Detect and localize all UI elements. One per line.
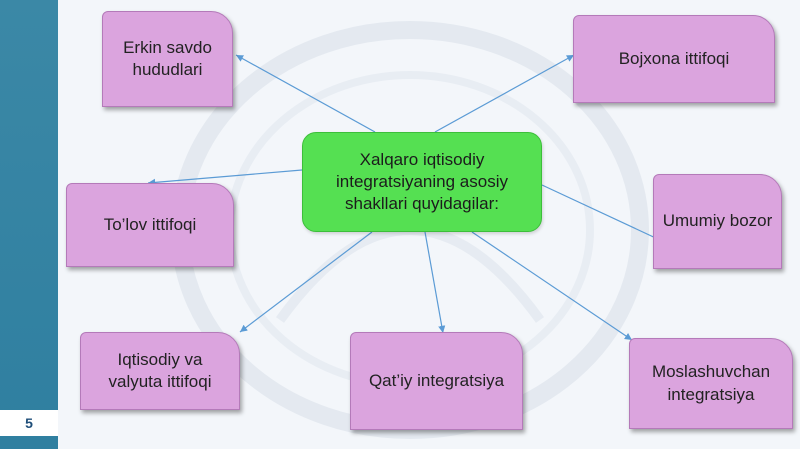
node-moslashuvchan-integratsiya: Moslashuvchan integratsiya	[629, 338, 793, 429]
connector-bojxona	[434, 54, 575, 133]
slide-page-number: 5	[0, 410, 58, 436]
node-tolov-ittifoqi: To’lov ittifoqi	[66, 183, 234, 267]
connector-iqtisodiy	[239, 231, 373, 333]
connector-qatiy	[424, 231, 446, 334]
connector-tolov	[147, 169, 303, 186]
node-qatiy-integratsiya: Qat’iy integratsiya	[350, 332, 523, 430]
slide-sidebar	[0, 0, 58, 449]
node-umumiy-bozor: Umumiy bozor	[653, 174, 782, 269]
connector-moslashuvchan	[471, 231, 633, 341]
connector-erkin	[235, 54, 376, 133]
center-topic-box: Xalqaro iqtisodiy integratsiyaning asosi…	[302, 132, 542, 232]
node-erkin-savdo: Erkin savdo hududlari	[102, 11, 233, 107]
node-bojxona-ittifoqi: Bojxona ittifoqi	[573, 15, 775, 103]
node-iqtisodiy-valyuta: Iqtisodiy va valyuta ittifoqi	[80, 332, 240, 410]
